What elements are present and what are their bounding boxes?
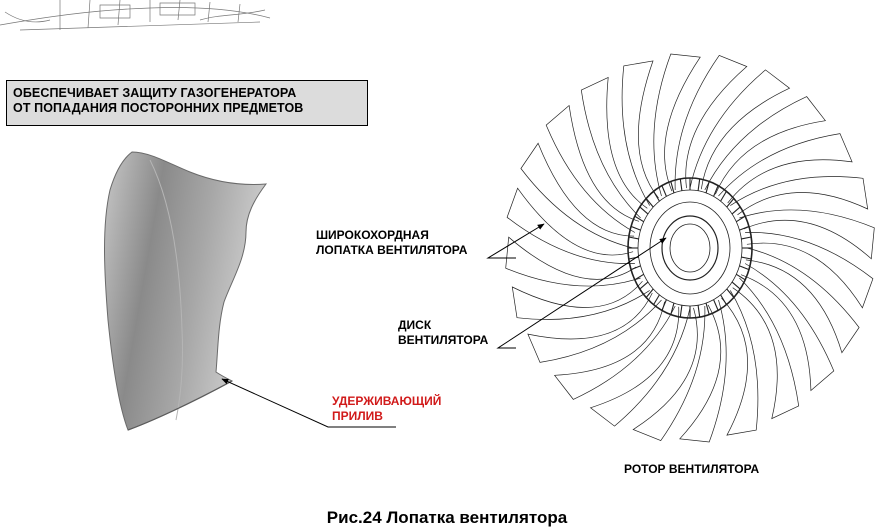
rotor-blade-outline (589, 306, 691, 427)
rotor-disk-slot (634, 215, 644, 223)
rotor-disk-slot (726, 198, 735, 208)
rotor-disk-slot (645, 198, 654, 208)
rotor-blade-outline (679, 299, 727, 443)
rotor-disk-slot (639, 281, 649, 290)
rotor-blade-outline (506, 187, 635, 264)
rotor-disk-slot (630, 265, 641, 271)
label-fan-rotor: РОТОР ВЕНТИЛЯТОРА (624, 462, 760, 476)
rotor-disk-slot (741, 256, 752, 260)
rotor-disk-slot (720, 191, 727, 202)
rotor-disk-slot (705, 303, 710, 315)
rotor-disk-slot (697, 178, 701, 191)
leader-lug (221, 378, 396, 428)
rotor-disk-slot (731, 281, 741, 290)
rotor-disk-slot (679, 305, 683, 318)
rotor-disk-slot (628, 236, 639, 240)
rotor-disk-slot (661, 299, 667, 311)
rotor-disk-slot (731, 206, 741, 215)
rotor-blade-outline (632, 305, 706, 442)
rotor-blade-outline (740, 263, 835, 392)
rotor-blade-outline (580, 76, 648, 219)
leader-lines (221, 223, 667, 428)
figure-caption: Рис.24 Лопатка вентилятора (326, 508, 568, 527)
rotor-blade-outline (621, 60, 659, 206)
rotor-disk-slot (736, 273, 746, 281)
rotor-disk-slot (739, 265, 750, 271)
rotor-disk-ring (669, 223, 711, 273)
rotor-disk-slot (713, 299, 719, 311)
rotor-disk-slot (697, 305, 701, 318)
rotor-disk-slot (670, 303, 675, 315)
fan-blade-illustration (104, 151, 268, 431)
rotor-blade-outline (745, 232, 874, 309)
rotor-disk-slot (645, 288, 654, 298)
rotor-blade-outline (527, 292, 662, 363)
label-fan-disk: ДИСК ВЕНТИЛЯТОРА (398, 318, 489, 347)
fan-rotor-illustration (505, 53, 875, 443)
rotor-blade-outline (721, 290, 759, 436)
rotor-blade-outline (545, 104, 640, 233)
rotor-disk-slot (679, 178, 683, 191)
rotor-blade-outline (704, 96, 827, 195)
rotor-disk-slot (741, 236, 752, 240)
label-wide-chord-blade: ШИРОКОХОРДНАЯ ЛОПАТКА ВЕНТИЛЯТОРА (316, 228, 468, 257)
function-callout-box: ОБЕСПЕЧИВАЕТ ЗАЩИТУ ГАЗОГЕНЕРАТОРА ОТ ПО… (6, 80, 368, 126)
rotor-disk-slot (670, 181, 675, 193)
rotor-disk-slot (736, 215, 746, 223)
rotor-blade-outline (730, 176, 869, 216)
rotor-disk-ring (637, 189, 743, 307)
rotor-disk-slot (653, 191, 660, 202)
rotor-blade-outline (653, 53, 701, 197)
rotor-disk-slot (705, 181, 710, 193)
rotor-blade-outline (505, 236, 641, 287)
label-retaining-lug: УДЕРЖИВАЮЩИЙ ПРИЛИВ (332, 394, 442, 423)
rotor-disk-slot (720, 294, 727, 305)
callout-line-1: ОБЕСПЕЧИВАЕТ ЗАЩИТУ ГАЗОГЕНЕРАТОРА (13, 86, 297, 100)
rotor-disk-slot (630, 225, 641, 231)
callout-line-2: ОТ ПОПАДАНИЯ ПОСТОРОННИХ ПРЕДМЕТОВ (13, 101, 304, 115)
rotor-disk-slot (739, 225, 750, 231)
rotor-blade-outline (511, 280, 650, 320)
rotor-blade-outline (520, 142, 635, 249)
rotor-disk-slot (726, 288, 735, 298)
rotor-blade-outline (718, 133, 853, 204)
rotor-disk-slot (639, 206, 649, 215)
rotor-disk-slot (713, 185, 719, 197)
leader-disk (496, 237, 667, 349)
rotor-disk-slot (661, 185, 667, 197)
rotor-blade-outline (739, 209, 875, 260)
rotor-blade-outline (689, 69, 791, 190)
rotor-blade-outline (553, 301, 676, 400)
leader-blade (486, 223, 545, 259)
rotor-blade-outline (674, 54, 748, 191)
rotor-blade-outline (745, 247, 860, 354)
rotor-blade-outline (732, 277, 800, 420)
rotor-disk-ring (661, 215, 719, 281)
rotor-disk-slot (634, 273, 644, 281)
engine-sketch-fragment (0, 0, 271, 31)
rotor-disk-slot (653, 294, 660, 305)
